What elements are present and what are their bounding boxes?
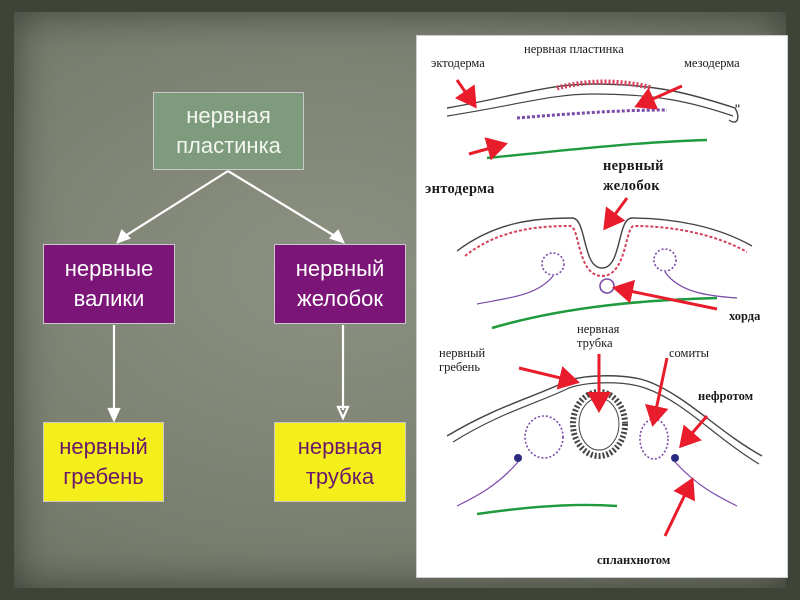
stage-2-neural-groove xyxy=(456,217,753,330)
arrow-head-groove xyxy=(328,229,346,244)
mesoderm-sheet xyxy=(516,108,668,120)
neural-groove-box: нервный желобок xyxy=(274,244,406,324)
right-splanchnotome xyxy=(674,461,738,507)
stage-1-neural-plate: " xyxy=(446,79,740,160)
notochord xyxy=(599,278,615,294)
pointer-neural-groove xyxy=(603,197,629,231)
ectoderm-inner xyxy=(446,93,734,117)
groove-inner xyxy=(464,224,748,278)
pointer-neural-crest xyxy=(518,366,580,390)
label-nephrotome: нефротом xyxy=(698,389,754,403)
neural-groove-text: нервный желобок xyxy=(295,256,385,311)
pointer-endoderm xyxy=(468,137,508,161)
label-mesoderm: мезодерма xyxy=(684,56,740,70)
endoderm-line xyxy=(486,138,708,160)
embryo-drawing: " xyxy=(446,79,763,537)
stage-1-tick: " xyxy=(735,101,740,117)
pointer-nephrotome xyxy=(679,415,709,449)
right-somite xyxy=(639,418,669,460)
arrow-plate-to-ridges xyxy=(121,170,229,239)
left-mesoderm-branch xyxy=(476,275,554,305)
label-somites: сомиты xyxy=(669,346,710,360)
arrow-head-ridges xyxy=(116,229,131,244)
label-neural-tube: нервная трубка xyxy=(577,322,620,350)
neural-tube-box: нервная трубка xyxy=(274,422,406,502)
neural-plate-text: нервная пластинка xyxy=(176,103,281,158)
pointer-somites xyxy=(644,357,669,427)
pointer-mesoderm xyxy=(634,84,683,110)
neural-tube-text: нервная трубка xyxy=(297,434,383,489)
arrow-head-crest xyxy=(107,407,121,423)
neural-plate-thickening xyxy=(556,79,653,91)
arrow-head-tube xyxy=(336,405,350,421)
arrow-plate-to-groove xyxy=(227,170,339,239)
neural-plate-box: нервная пластинка xyxy=(153,92,304,170)
left-somite-cluster xyxy=(541,252,565,276)
label-splanchnotome: спланхнотом xyxy=(597,553,671,567)
endoderm-line-2 xyxy=(491,296,718,330)
neural-crest-text: нервный гребень xyxy=(59,434,148,489)
pointer-ectoderm xyxy=(454,79,477,109)
neural-folds-text: нервные валики xyxy=(64,256,154,311)
right-somite-cluster xyxy=(653,248,677,272)
groove-outer xyxy=(456,217,753,269)
label-neural-plate: нервная пластинка xyxy=(524,42,624,56)
left-nephrotome xyxy=(514,454,522,462)
left-somite xyxy=(524,415,564,459)
neural-folds-box: нервные валики xyxy=(43,244,175,324)
label-ectoderm: эктодерма xyxy=(431,56,485,70)
neural-crest-box: нервный гребень xyxy=(43,422,164,502)
embryo-illustration-panel: " xyxy=(416,35,788,578)
label-neural-groove: нервный желобок xyxy=(603,158,664,194)
right-mesoderm-branch xyxy=(664,271,738,299)
ectoderm-outline xyxy=(446,83,739,123)
label-neural-crest: нервный гребень xyxy=(439,346,486,374)
label-notochord: хорда xyxy=(729,309,761,323)
endoderm-line-3 xyxy=(476,503,618,516)
tube-ectoderm-inner xyxy=(452,382,760,465)
pointer-splanchnotome xyxy=(663,477,695,537)
right-nephrotome xyxy=(671,454,679,462)
left-splanchnotome xyxy=(456,461,519,507)
label-endoderm: энтодерма xyxy=(425,181,495,197)
pointer-notochord xyxy=(612,279,718,311)
tube-ectoderm-outer xyxy=(446,375,763,457)
